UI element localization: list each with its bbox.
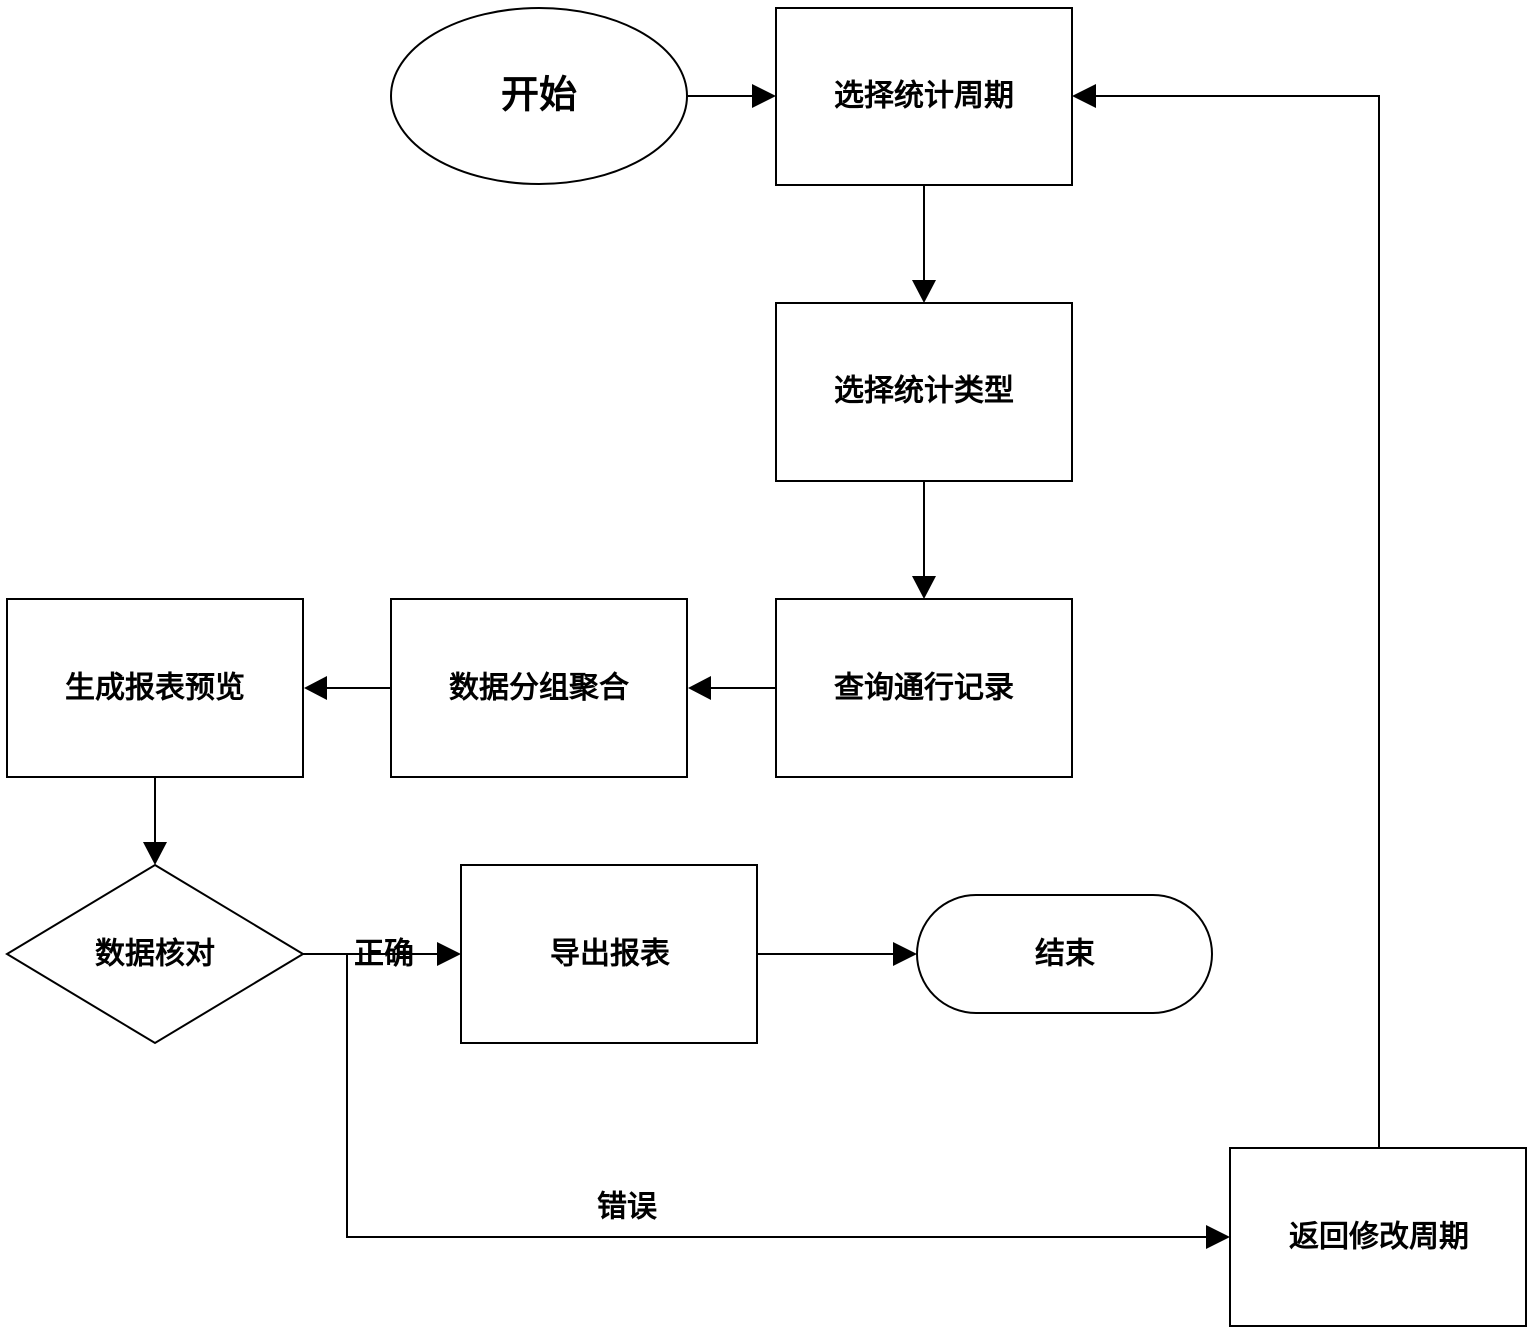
node-group-aggregate[interactable]: 数据分组聚合 [390, 598, 688, 778]
node-report-preview-label: 生成报表预览 [65, 671, 245, 706]
edges [143, 84, 1380, 1249]
node-select-period-label: 选择统计周期 [834, 79, 1014, 114]
node-return-modify[interactable]: 返回修改周期 [1229, 1147, 1527, 1327]
edge-query-records-to-group-aggregate [688, 676, 776, 700]
edge-labels: 正确 错误 [354, 937, 658, 1225]
node-data-check-label: 数据核对 [95, 937, 215, 972]
node-query-records[interactable]: 查询通行记录 [775, 598, 1073, 778]
node-export-report-label: 导出报表 [550, 937, 670, 972]
edge-return-modify-to-select-period [1072, 84, 1380, 1148]
node-end[interactable]: 结束 [916, 894, 1213, 1014]
edge-export-report-to-end [758, 942, 917, 966]
node-select-type-label: 选择统计类型 [834, 374, 1014, 409]
node-data-check[interactable]: 数据核对 [5, 863, 305, 1045]
edge-select-type-to-query-records [912, 481, 936, 599]
node-return-modify-label: 返回修改周期 [1289, 1220, 1469, 1255]
node-group-aggregate-label: 数据分组聚合 [449, 671, 629, 706]
edge-group-aggregate-to-report-preview [304, 676, 391, 700]
edge-start-to-select-period [688, 84, 776, 108]
edge-data-check-to-export-report [303, 942, 461, 966]
node-export-report[interactable]: 导出报表 [460, 864, 758, 1044]
edge-label-correct: 正确 [354, 937, 414, 972]
edge-report-preview-to-data-check [143, 777, 167, 865]
node-select-type[interactable]: 选择统计类型 [775, 302, 1073, 482]
edge-label-wrong: 错误 [597, 1190, 658, 1225]
edge-select-period-to-select-type [912, 185, 936, 303]
node-report-preview[interactable]: 生成报表预览 [6, 598, 304, 778]
nodes: 开始 选择统计周期 选择统计类型 查询通行记录 数据分组聚合 生成报表预览 [5, 7, 1527, 1327]
node-end-label: 结束 [1035, 937, 1095, 972]
node-start-label: 开始 [501, 73, 577, 117]
edge-data-check-to-return-modify [346, 954, 1230, 1249]
node-start[interactable]: 开始 [390, 7, 688, 185]
node-select-period[interactable]: 选择统计周期 [775, 7, 1073, 186]
node-query-records-label: 查询通行记录 [834, 671, 1014, 706]
